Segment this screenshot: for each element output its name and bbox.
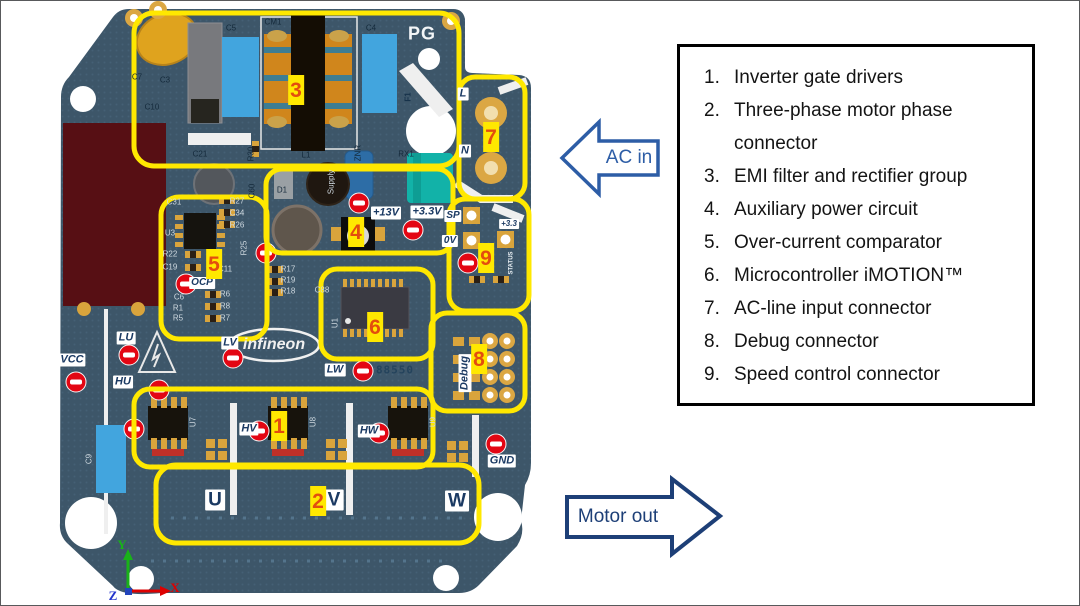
- legend-item-number: 7.: [704, 298, 720, 319]
- region-outline-9: [446, 196, 532, 314]
- legend-item-4: 4. Auxiliary power circuit: [704, 193, 1018, 226]
- legend-item-number: 8.: [704, 331, 720, 352]
- region-outline-6: [318, 266, 436, 362]
- legend-item-1: 1. Inverter gate drivers: [704, 61, 1018, 94]
- ac-in-arrow-label: AC in: [605, 147, 653, 168]
- legend-item-5: 5. Over-current comparator: [704, 226, 1018, 259]
- legend-item-2: 2. Three-phase motor phase connector: [704, 94, 1018, 160]
- axis-x-label: X: [170, 580, 180, 595]
- legend-item-number: 1.: [704, 67, 720, 88]
- legend-item-number: 2.: [704, 100, 720, 121]
- legend-item-text: Inverter gate drivers: [734, 67, 903, 88]
- motor-out-arrow: [565, 474, 724, 559]
- region-outline-5: [158, 194, 270, 342]
- legend-item-text: Auxiliary power circuit: [734, 199, 918, 220]
- legend-item-8: 8. Debug connector: [704, 325, 1018, 358]
- legend-item-text: Over-current comparator: [734, 232, 943, 253]
- legend-item-number: 3.: [704, 166, 720, 187]
- legend-item-text: Three-phase motor phase connector: [734, 100, 953, 154]
- motor-out-arrow-label: Motor out: [577, 506, 659, 527]
- legend-item-text: AC-line input connector: [734, 298, 932, 319]
- legend-item-7: 7. AC-line input connector: [704, 292, 1018, 325]
- legend-item-number: 5.: [704, 232, 720, 253]
- silk-traces: [104, 63, 479, 534]
- legend-item-number: 6.: [704, 265, 720, 286]
- ac-in-arrow: [559, 117, 660, 199]
- region-outline-2: [153, 462, 482, 546]
- axis-z-label: Z: [108, 588, 118, 603]
- legend-item-text: Debug connector: [734, 331, 879, 352]
- axis-marker: [123, 549, 171, 596]
- legend-item-text: EMI filter and rectifier group: [734, 166, 968, 187]
- legend-item-3: 3. EMI filter and rectifier group: [704, 160, 1018, 193]
- legend-item-text: Microcontroller iMOTION™: [734, 265, 964, 286]
- legend-item-9: 9. Speed control connector: [704, 358, 1018, 391]
- legend-item-6: 6. Microcontroller iMOTION™: [704, 259, 1018, 292]
- legend-box: 1. Inverter gate drivers 2. Three-phase mot…: [677, 44, 1035, 406]
- legend-item-number: 4.: [704, 199, 720, 220]
- axis-y-label: Y: [117, 537, 127, 552]
- infineon-logo-text: infineon: [242, 336, 306, 353]
- legend-item-number: 9.: [704, 364, 720, 385]
- legend-item-text: Speed control connector: [734, 364, 940, 385]
- via-rows: [75, 241, 466, 563]
